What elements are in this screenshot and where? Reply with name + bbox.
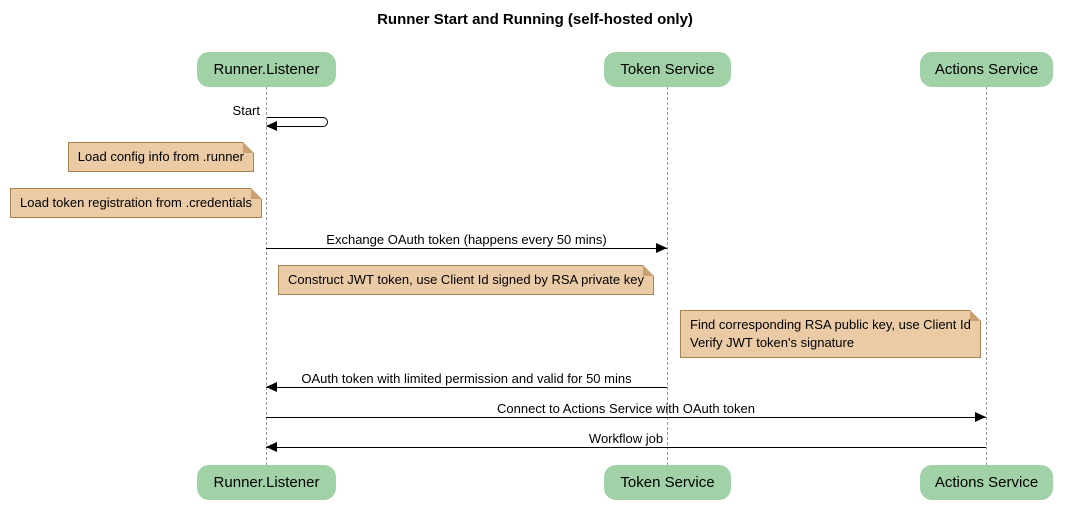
note-verify-jwt: Find corresponding RSA public key, use C… xyxy=(680,310,981,358)
message-oauth-token-back-line xyxy=(266,387,667,388)
arrowhead-left-icon xyxy=(266,442,277,452)
lifeline-token-service xyxy=(667,87,668,465)
message-connect-actions-line xyxy=(266,417,986,418)
note-load-config: Load config info from .runner xyxy=(67,142,255,172)
note-load-token-registration: Load token registration from .credential… xyxy=(10,188,262,218)
participant-token-service-top: Token Service xyxy=(604,52,731,87)
message-exchange-oauth-line xyxy=(266,248,667,249)
message-connect-actions-label: Connect to Actions Service with OAuth to… xyxy=(497,401,755,416)
participant-token-service-bottom: Token Service xyxy=(604,465,731,500)
note-load-token-registration-text: Load token registration from .credential… xyxy=(20,195,252,210)
arrowhead-right-icon xyxy=(656,243,667,253)
message-exchange-oauth-label: Exchange OAuth token (happens every 50 m… xyxy=(326,232,607,247)
participant-actions-service-top: Actions Service xyxy=(920,52,1053,87)
note-construct-jwt-text: Construct JWT token, use Client Id signe… xyxy=(288,272,644,287)
message-start-loop xyxy=(267,117,328,127)
arrowhead-right-icon xyxy=(975,412,986,422)
participant-runner-listener-top: Runner.Listener xyxy=(197,52,336,87)
lifeline-actions-service xyxy=(986,87,987,465)
arrowhead-left-icon xyxy=(266,382,277,392)
note-load-config-text: Load config info from .runner xyxy=(77,149,244,164)
message-start-label: Start xyxy=(232,103,260,118)
arrowhead-left-icon xyxy=(266,121,277,131)
message-workflow-job-line xyxy=(266,447,986,448)
message-oauth-token-back-label: OAuth token with limited permission and … xyxy=(301,371,632,386)
note-verify-jwt-line1: Find corresponding RSA public key, use C… xyxy=(690,317,971,332)
diagram-title: Runner Start and Running (self-hosted on… xyxy=(377,11,693,28)
message-workflow-job-label: Workflow job xyxy=(588,431,664,446)
note-construct-jwt: Construct JWT token, use Client Id signe… xyxy=(278,265,654,295)
note-verify-jwt-line2: Verify JWT token's signature xyxy=(690,335,855,350)
lifeline-runner-listener xyxy=(266,87,267,465)
participant-actions-service-bottom: Actions Service xyxy=(920,465,1053,500)
participant-runner-listener-bottom: Runner.Listener xyxy=(197,465,336,500)
